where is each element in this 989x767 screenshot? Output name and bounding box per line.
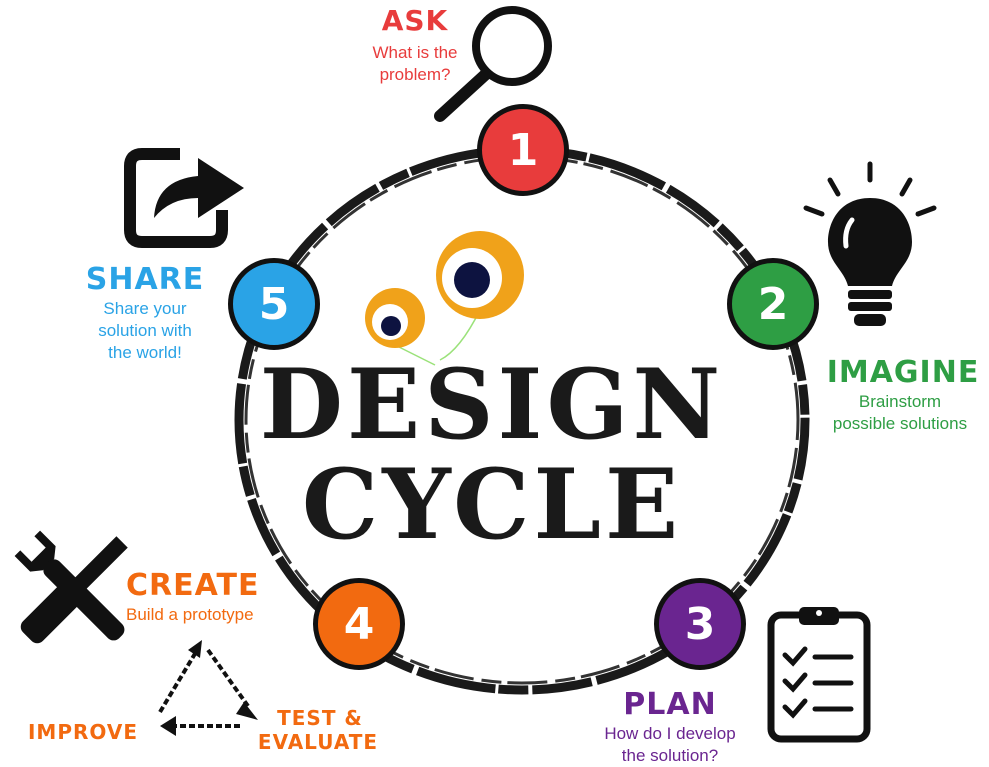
step-3-desc-line2: the solution?	[621, 746, 719, 765]
magnifier-icon	[434, 6, 552, 122]
step-3-node: 3	[654, 578, 746, 670]
step-3-number: 3	[684, 598, 716, 650]
step-3-description: How do I develop the solution?	[585, 723, 755, 767]
step-1-number: 1	[507, 124, 539, 176]
step-4-desc-line1: Build a prototype	[126, 605, 254, 624]
step-5-description: Share your solution with the world!	[60, 298, 230, 364]
improve-label: IMPROVE	[27, 720, 138, 744]
wrench-screwdriver-icon	[14, 530, 128, 644]
step-4-title: CREATE	[126, 568, 260, 603]
step-2-description: Brainstorm possible solutions	[810, 391, 989, 435]
step-5-title: SHARE	[85, 262, 205, 297]
step-5-desc-line3: the world!	[108, 343, 182, 362]
step-4-node: 4	[313, 578, 405, 670]
step-2-number: 2	[757, 278, 789, 330]
step-2-title: IMAGINE	[826, 355, 980, 390]
step-2-desc-line1: Brainstorm	[858, 392, 942, 411]
test-label: TEST &	[277, 706, 363, 730]
eye-balloons-icon	[365, 231, 524, 366]
center-title-line2: CYCLE	[301, 448, 683, 561]
evaluate-label: EVALUATE	[257, 730, 379, 754]
clipboard-checklist-icon	[767, 607, 871, 743]
step-3-title: PLAN	[623, 687, 717, 722]
step-1-title: ASK	[381, 4, 449, 37]
step-4-description: Build a prototype	[126, 604, 296, 626]
step-5-node: 5	[228, 258, 320, 350]
sub-cycle-arrows	[158, 640, 258, 736]
step-1-node: 1	[477, 104, 569, 196]
step-5-number: 5	[258, 278, 290, 330]
center-title-line1: DESIGN	[259, 348, 725, 461]
step-1-desc-line2: problem?	[379, 65, 451, 84]
step-2-node: 2	[727, 258, 819, 350]
step-3-desc-line1: How do I develop	[604, 724, 736, 743]
share-arrow-icon	[124, 148, 244, 248]
step-4-number: 4	[343, 598, 375, 650]
step-1-description: What is the problem?	[345, 42, 485, 86]
step-5-desc-line2: solution with	[98, 321, 192, 340]
step-5-desc-line1: Share your	[103, 299, 187, 318]
lightbulb-icon	[803, 161, 937, 326]
step-1-desc-line1: What is the	[372, 43, 458, 62]
step-2-desc-line2: possible solutions	[832, 414, 968, 433]
